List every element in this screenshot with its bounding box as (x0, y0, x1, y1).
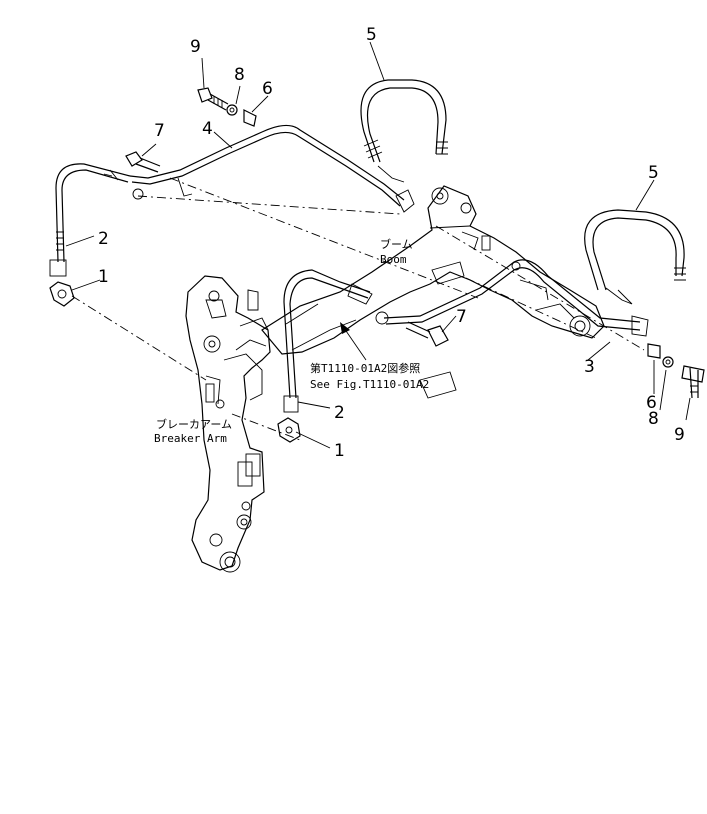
hose-2-left (49, 163, 131, 277)
callout-2-right: 2 (334, 403, 345, 423)
text-labels: ブーム Boom 第T1110-01A2図参照 See Fig.T1110-01… (154, 237, 429, 445)
breaker-arm-label-jp: ブレーカアーム (156, 417, 232, 431)
callout-8-right: 8 (648, 409, 659, 429)
elbow-1-right (277, 417, 301, 443)
boom-label-en: Boom (380, 253, 407, 266)
washer-8-left (226, 104, 238, 116)
callout-7-left: 7 (154, 121, 165, 141)
callout-7-right: 7 (456, 307, 467, 327)
leader-lines (65, 41, 691, 449)
bolt-7-right (405, 321, 449, 347)
callout-9-left: 9 (190, 37, 201, 57)
callout-3: 3 (584, 357, 595, 377)
elbow-1-left (49, 281, 75, 307)
reference-label-jp: 第T1110-01A2図参照 (310, 361, 420, 375)
callout-2-left: 2 (98, 229, 109, 249)
hose-5-right (584, 209, 686, 305)
washer-8-right (662, 356, 674, 368)
bolt-9-left (197, 87, 229, 111)
callout-1-left: 1 (98, 267, 109, 287)
tube-4 (129, 124, 415, 213)
tube-3-assembly (283, 259, 649, 413)
callout-8-left: 8 (234, 65, 245, 85)
centre-lines (71, 177, 645, 441)
clip-6-right (647, 343, 661, 359)
callout-5-right: 5 (648, 163, 659, 183)
callout-6-left: 6 (262, 79, 273, 99)
breaker-arm-body (185, 275, 271, 573)
callout-4: 4 (202, 119, 213, 139)
hose-5-top (360, 79, 448, 183)
bolt-7-left (125, 151, 161, 173)
callout-numbers: 9 8 6 7 4 5 2 1 5 7 3 6 8 9 2 1 (98, 25, 685, 461)
bolt-9-right (681, 365, 705, 399)
breaker-arm-label-en: Breaker Arm (154, 432, 227, 445)
callout-1-right: 1 (334, 441, 345, 461)
callout-6-right: 6 (646, 393, 657, 413)
boom-label-jp: ブーム (380, 237, 413, 251)
reference-arrow (340, 322, 367, 361)
reference-label-en: See Fig.T1110-01A2 (310, 378, 429, 391)
callout-9-right: 9 (674, 425, 685, 445)
clip-6-left (243, 109, 257, 127)
callout-5-top: 5 (366, 25, 377, 45)
